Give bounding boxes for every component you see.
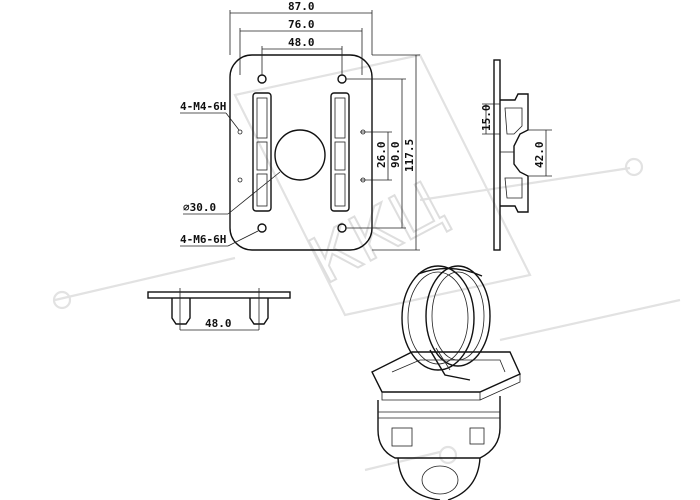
camera-mount-illustration	[371, 265, 521, 500]
dim-width-slots: 48.0	[288, 36, 315, 49]
dim-width-outer: 87.0	[288, 0, 315, 13]
side-dim-spacing: 42.0	[533, 142, 546, 169]
right-slot	[330, 92, 350, 212]
dim-height-outer: 117.5	[403, 139, 416, 172]
dim-height-slot: 26.0	[375, 142, 388, 169]
bottom-foot-left	[171, 298, 191, 325]
left-slot	[252, 92, 272, 212]
side-view: 15.0 42.0	[480, 59, 552, 251]
mounting-hole-top-right	[337, 74, 347, 84]
bottom-plate	[147, 291, 291, 299]
watermark: ККЦ	[52, 53, 681, 472]
threaded-hole	[237, 177, 243, 183]
side-bracket	[500, 93, 529, 213]
watermark-text: ККЦ	[298, 168, 457, 299]
thread-small-label: 4-M4-6H	[180, 100, 226, 113]
front-view: 87.0 76.0 48.0 4-M4-6H ⌀30.0 4-M6-6H 26.…	[180, 0, 420, 251]
thread-large-label: 4-M6-6H	[180, 233, 226, 246]
side-dim-offset: 15.0	[480, 105, 493, 132]
dim-height-holes: 90.0	[389, 142, 402, 169]
mounting-plate-outline	[229, 54, 373, 251]
mounting-hole-bottom-left	[257, 223, 267, 233]
bottom-dim-spacing: 48.0	[205, 317, 232, 330]
dim-width-holes: 76.0	[288, 18, 315, 31]
center-hole	[274, 129, 326, 181]
bottom-view: 48.0	[147, 288, 291, 331]
mounting-hole-top-left	[257, 74, 267, 84]
side-plate	[493, 59, 501, 251]
diameter-label: ⌀30.0	[183, 201, 216, 214]
threaded-hole	[237, 129, 243, 135]
